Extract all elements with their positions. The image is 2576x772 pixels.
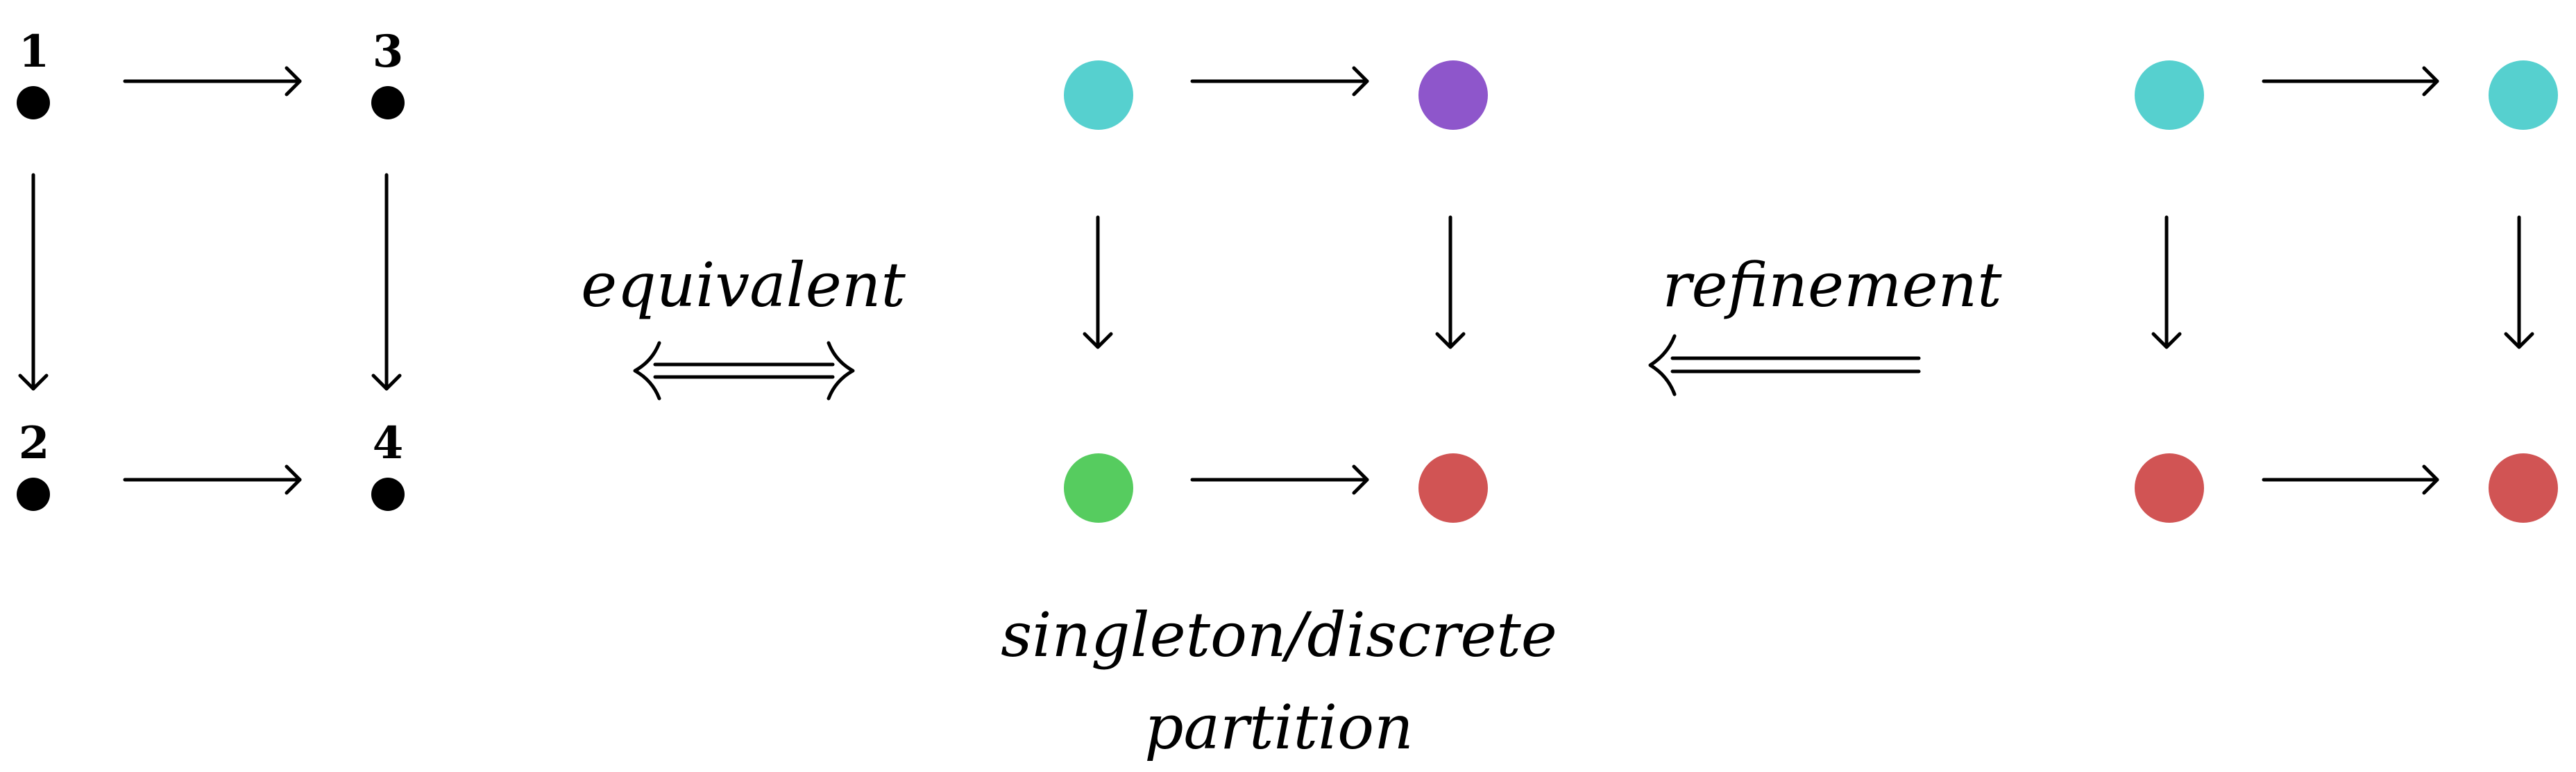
node-2-color: [2135, 453, 2204, 523]
node-2-color: [1064, 453, 1133, 523]
edge-1-to-3: [2262, 66, 2439, 96]
node-3-color: [1418, 60, 1488, 130]
edge-1-to-3: [123, 66, 302, 96]
middle-graph: singleton/discrete partition: [1001, 60, 1557, 763]
double-arrow-both-icon: [633, 341, 855, 401]
equivalent-label: equivalent: [581, 249, 906, 321]
equivalent-relation: equivalent: [581, 249, 906, 401]
refinement-label: refinement: [1662, 249, 2002, 321]
node-4-color: [1418, 453, 1488, 523]
node-label-4: 4: [373, 417, 404, 469]
node-1-color: [2135, 60, 2204, 130]
edge-1-to-2: [2151, 215, 2182, 349]
edge-2-to-4: [2262, 464, 2439, 495]
edge-1-to-2: [1083, 215, 1113, 349]
refinement-relation: refinement: [1648, 249, 2002, 396]
left-graph: 1 3 2 4: [17, 26, 405, 511]
node-4: [371, 478, 405, 511]
node-3-color: [2489, 60, 2558, 130]
edge-3-to-4: [371, 173, 402, 391]
node-label-1: 1: [19, 26, 50, 78]
node-1-color: [1064, 60, 1133, 130]
edge-1-to-3: [1190, 66, 1369, 96]
edge-2-to-4: [1190, 464, 1369, 495]
node-label-2: 2: [19, 417, 50, 469]
edge-3-to-4: [2504, 215, 2534, 349]
node-4-color: [2489, 453, 2558, 523]
edge-3-to-4: [1435, 215, 1466, 349]
node-label-3: 3: [373, 26, 404, 78]
middle-caption-line1: singleton/discrete: [1001, 599, 1557, 671]
middle-caption-line2: partition: [1144, 691, 1414, 763]
edge-1-to-2: [18, 173, 49, 391]
node-1: [17, 86, 50, 119]
edge-2-to-4: [123, 464, 302, 495]
right-graph: [2135, 60, 2558, 523]
node-3: [371, 86, 405, 119]
double-arrow-left-icon: [1648, 334, 1921, 396]
node-2: [17, 478, 50, 511]
